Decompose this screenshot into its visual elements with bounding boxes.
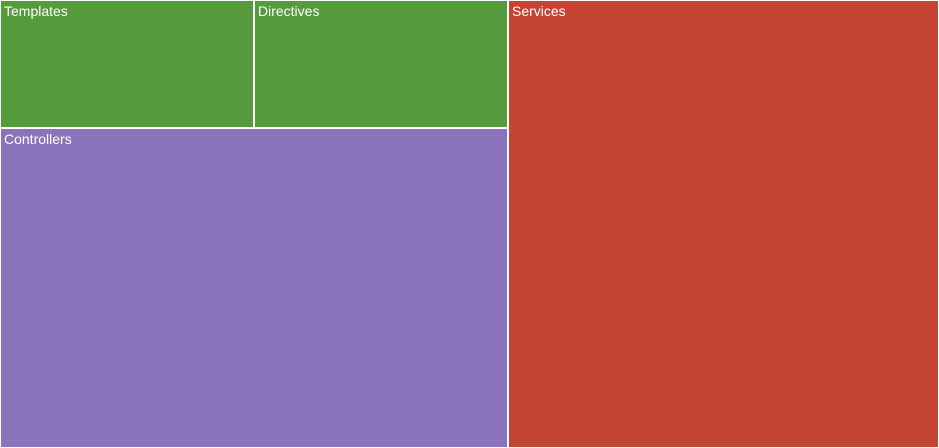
tile-services[interactable]: Services xyxy=(508,0,939,448)
tile-label-templates: Templates xyxy=(4,3,68,19)
tile-templates[interactable]: Templates xyxy=(0,0,254,128)
tile-controllers[interactable]: Controllers xyxy=(0,128,508,448)
tile-label-controllers: Controllers xyxy=(4,131,72,147)
tile-label-directives: Directives xyxy=(258,3,320,19)
tile-directives[interactable]: Directives xyxy=(254,0,508,128)
tile-label-services: Services xyxy=(512,3,566,19)
